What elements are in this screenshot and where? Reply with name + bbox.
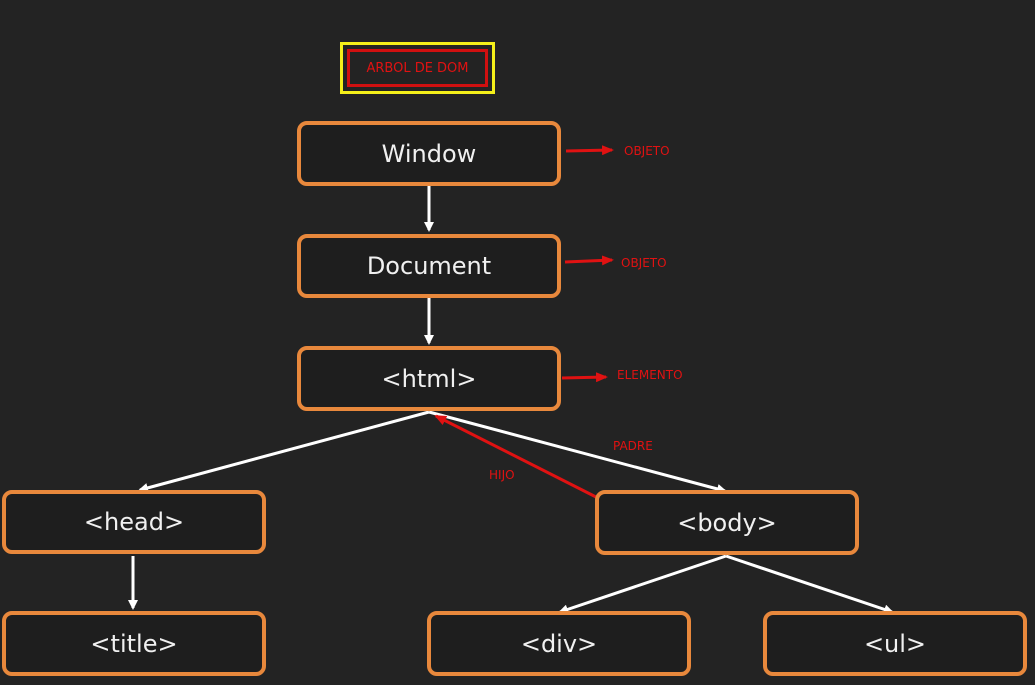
- node-body: <body>: [595, 490, 859, 555]
- connector-body-ul: [725, 554, 894, 615]
- node-title: <title>: [2, 611, 266, 676]
- connector-html-body: [428, 410, 727, 494]
- arrow-objeto-document: [564, 255, 614, 266]
- node-html: <html>: [297, 346, 561, 411]
- arrow-objeto-window: [565, 145, 614, 156]
- arrow-hijo-padre: [434, 414, 599, 500]
- node-ul: <ul>: [763, 611, 1027, 676]
- connector-body-div: [558, 554, 727, 615]
- node-window: Window: [297, 121, 561, 186]
- connector-html-head: [138, 410, 430, 493]
- diagram-title-frame: ARBOL DE DOM: [340, 42, 495, 94]
- arrow-elemento-html: [561, 372, 608, 383]
- node-document: Document: [297, 234, 561, 298]
- diagram-title-inner-frame: ARBOL DE DOM: [347, 49, 488, 87]
- label-hijo: HIJO: [489, 468, 515, 482]
- node-head: <head>: [2, 490, 266, 554]
- label-padre: PADRE: [613, 439, 653, 453]
- diagram-title: ARBOL DE DOM: [366, 60, 469, 76]
- label-objeto-window: OBJETO: [624, 144, 670, 158]
- label-elemento-html: ELEMENTO: [617, 368, 683, 382]
- label-objeto-document: OBJETO: [621, 256, 667, 270]
- node-div: <div>: [427, 611, 691, 676]
